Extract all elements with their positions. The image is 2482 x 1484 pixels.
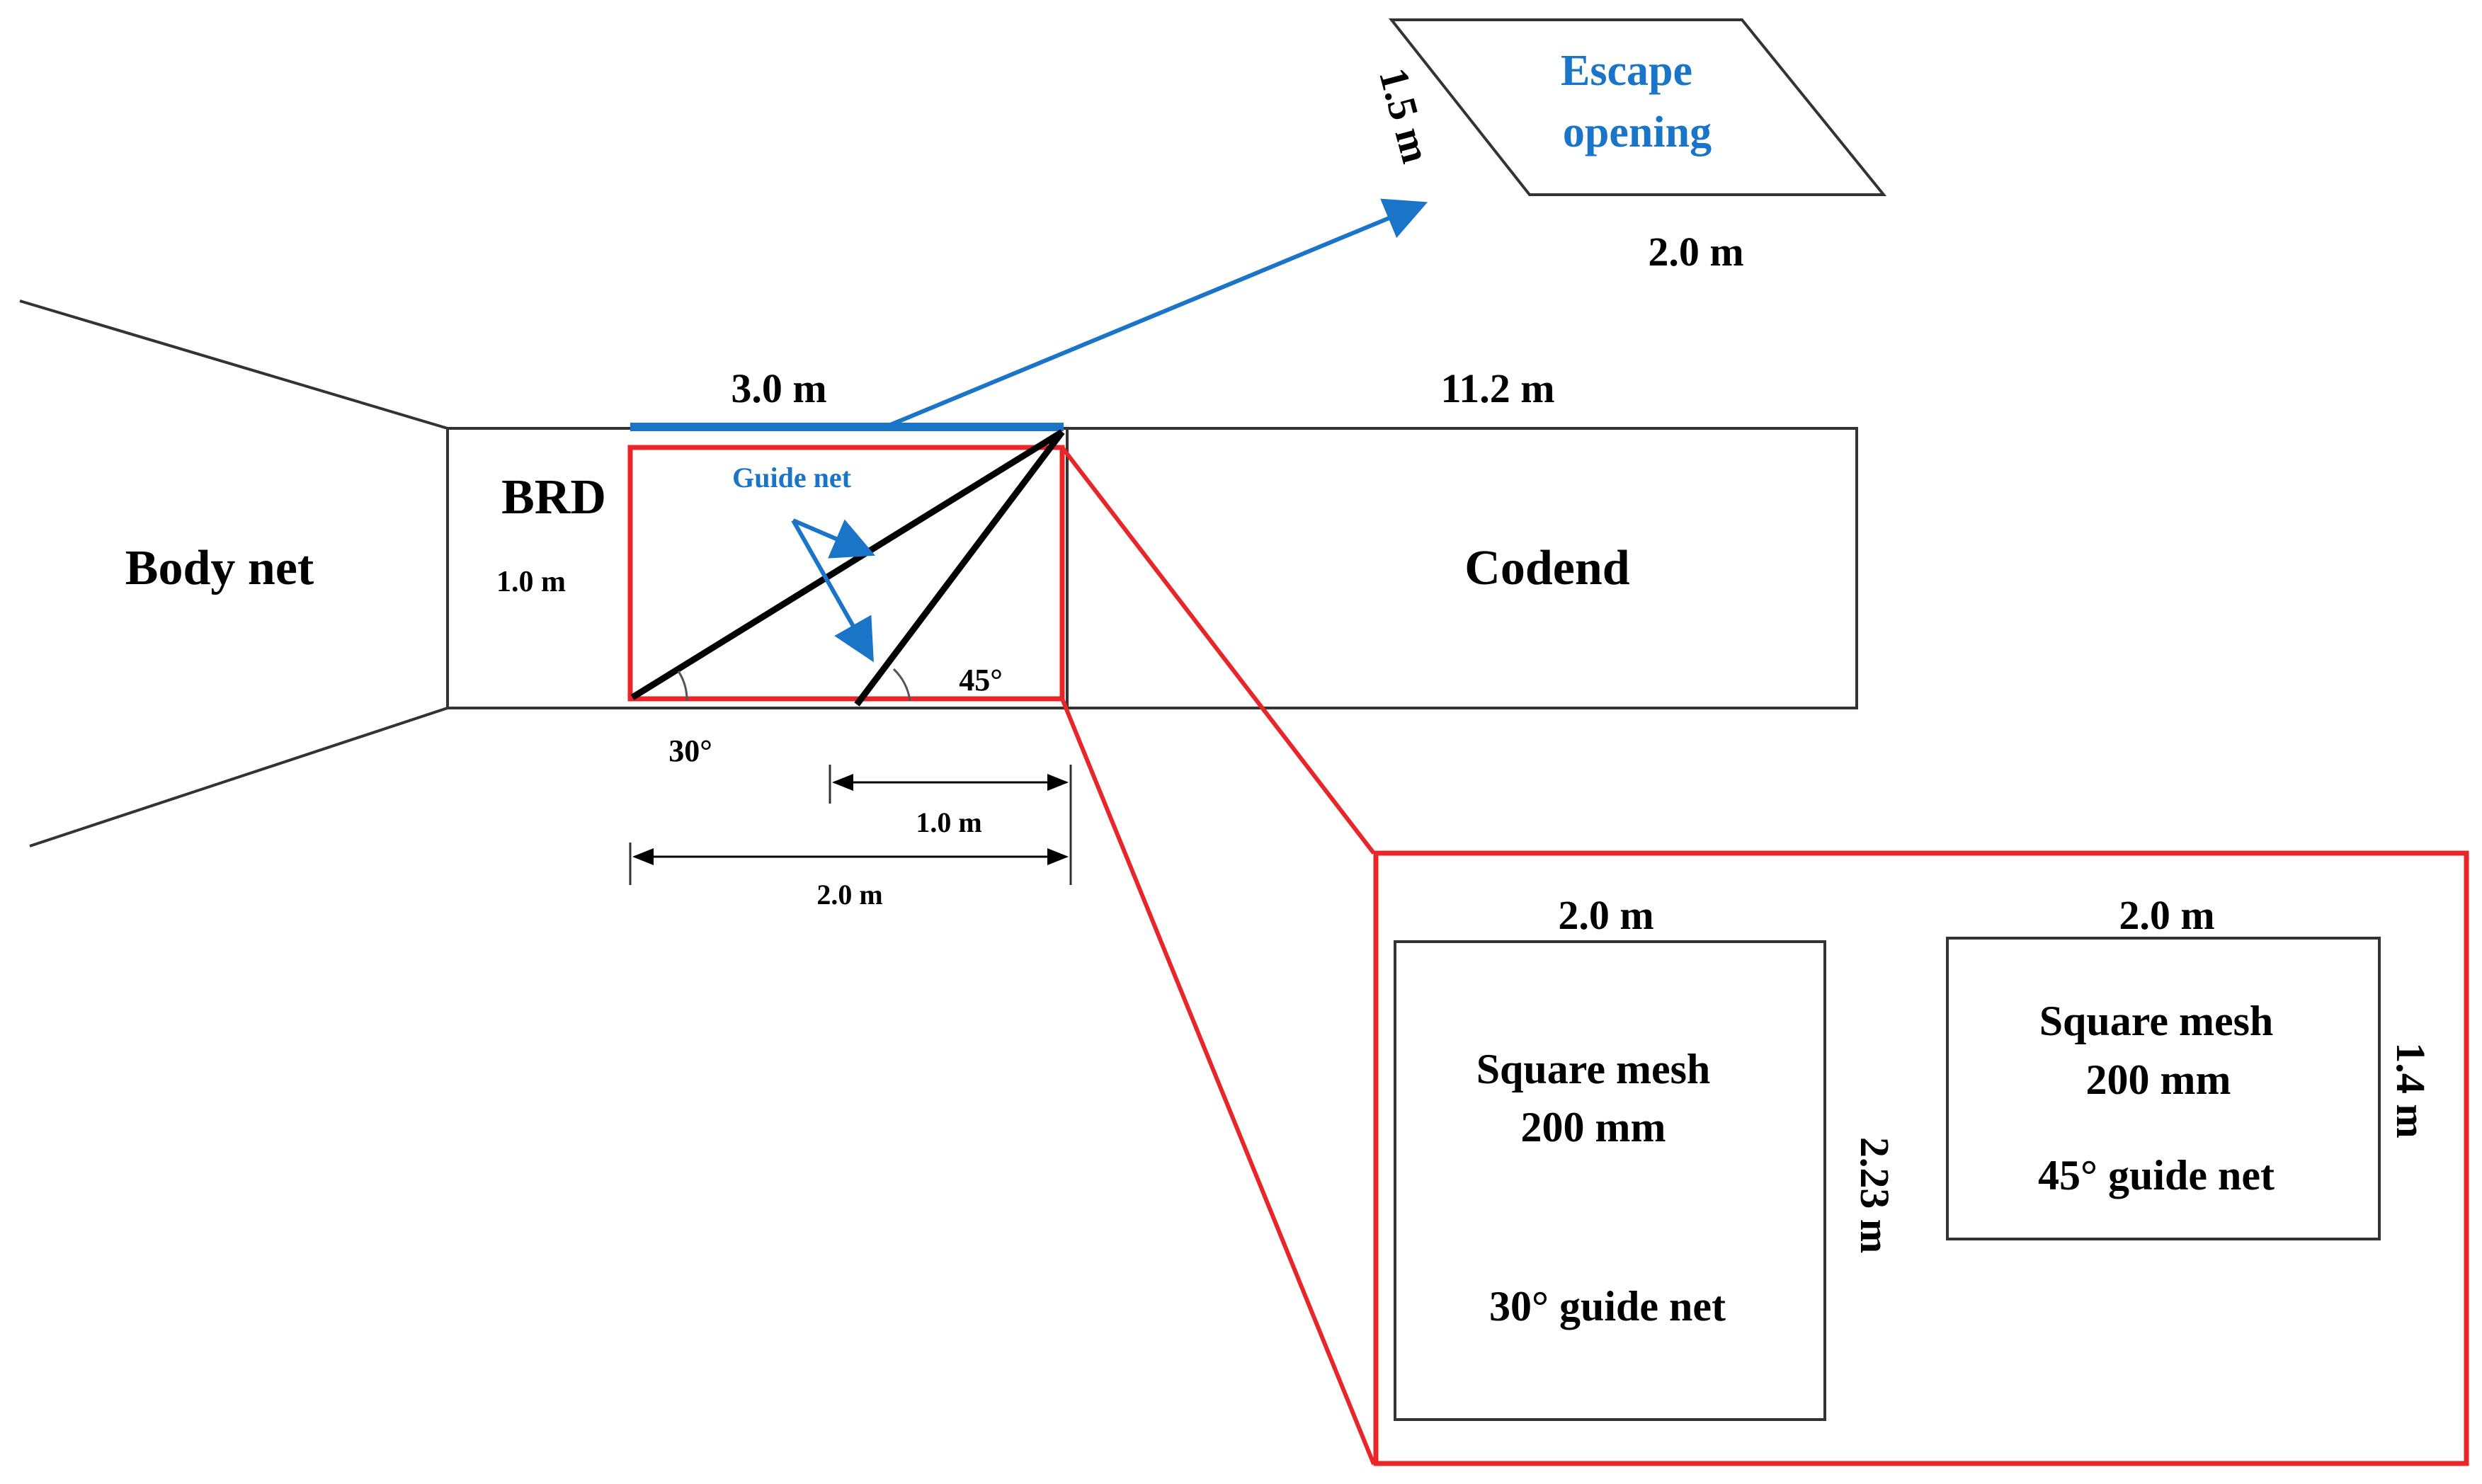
panel-30-mesh-line1: Square mesh — [1476, 1046, 1711, 1092]
panel-45-mesh-line2: 200 mm — [2086, 1056, 2231, 1103]
brd-height-label: 1.0 m — [496, 566, 566, 598]
escape-opening-title-line1: Escape — [1561, 47, 1692, 95]
codend-section — [1066, 427, 1858, 709]
panel-45-guide-net — [1946, 937, 2381, 1240]
zoom-line-top — [1060, 446, 1376, 855]
brd-label: BRD — [501, 470, 606, 525]
angle-30-arc — [677, 670, 688, 702]
panel-30-height-label: 2.23 m — [1852, 1137, 1898, 1253]
zoom-line-bottom — [1060, 697, 1376, 1466]
panel-30-mesh-line2: 200 mm — [1521, 1104, 1666, 1151]
guide-net-45-line — [854, 430, 1065, 707]
body-net-upper-edge — [19, 299, 448, 430]
guide-net-pointer-2 — [791, 519, 874, 663]
angle-30-label: 30° — [668, 734, 712, 768]
escape-base-label: 2.0 m — [1648, 229, 1743, 275]
panel-45-guide-label: 45° guide net — [2038, 1152, 2275, 1199]
dim-1m-label: 1.0 m — [916, 806, 981, 838]
panel-45-mesh-line1: Square mesh — [2039, 998, 2274, 1044]
guide-net-highlight-box — [627, 445, 1065, 702]
guide-net-pointer-1 — [792, 518, 876, 559]
brd-length-label: 3.0 m — [731, 365, 826, 411]
escape-side-label: 1.5 m — [1370, 63, 1440, 168]
escape-opening-panel — [1388, 18, 1887, 196]
panel-45-height-label: 1.4 m — [2388, 1042, 2434, 1138]
escape-opening-title-line2: opening — [1563, 108, 1712, 156]
guide-net-detail-box — [1373, 850, 2469, 1466]
guide-net-label: Guide net — [732, 462, 851, 493]
codend-length-label: 11.2 m — [1440, 365, 1554, 411]
panel-45-width-label: 2.0 m — [2119, 892, 2214, 938]
dim-2m-label: 2.0 m — [816, 879, 882, 911]
codend-label: Codend — [1464, 541, 1629, 595]
angle-45-label: 45° — [959, 663, 1003, 697]
panel-30-guide-net — [1394, 940, 1826, 1421]
guide-net-30-line — [630, 429, 1064, 700]
angle-45-arc — [892, 668, 911, 702]
body-net-lower-edge — [29, 707, 448, 847]
panel-30-guide-label: 30° guide net — [1489, 1283, 1726, 1330]
body-net-label: Body net — [125, 541, 314, 595]
panel-30-width-label: 2.0 m — [1558, 892, 1653, 938]
escape-opening-arrow — [884, 198, 1428, 429]
